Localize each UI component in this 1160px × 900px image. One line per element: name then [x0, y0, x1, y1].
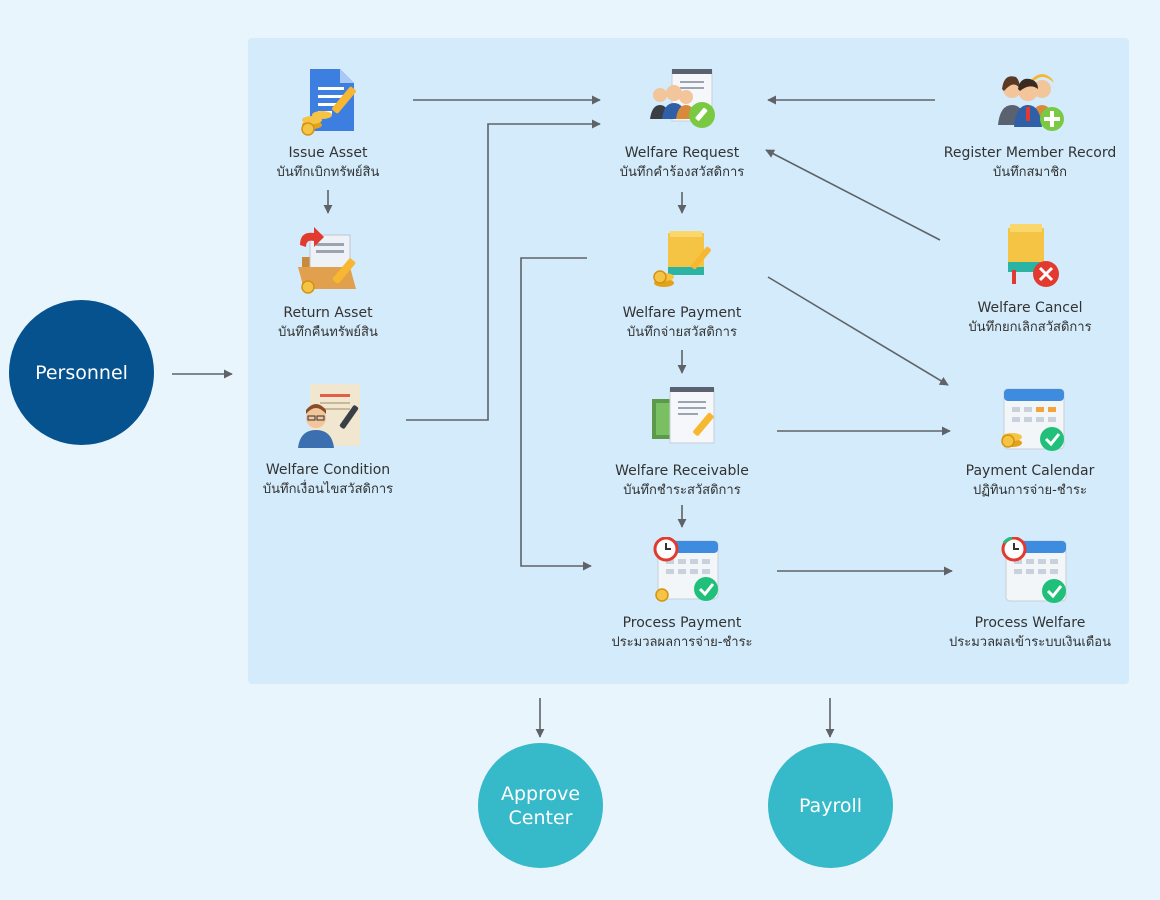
issue-asset-title: Issue Asset — [288, 145, 368, 161]
arrow-condition-to-request — [406, 119, 601, 421]
welfare-payment-title: Welfare Payment — [622, 305, 742, 321]
node-process-payment[interactable]: Process Payment ประมวลผลการจ่าย-ชำระ — [582, 537, 782, 653]
approve-center-circle[interactable]: Approve Center — [478, 743, 603, 868]
arrow-payment-to-calendar — [767, 276, 949, 386]
payroll-circle[interactable]: Payroll — [768, 743, 893, 868]
process-payment-subtitle: ประมวลผลการจ่าย-ชำระ — [611, 635, 753, 650]
welfare-request-subtitle: บันทึกคำร้องสวัสดิการ — [619, 165, 745, 180]
box-return-icon — [296, 227, 360, 294]
process-welfare-title: Process Welfare — [974, 615, 1086, 631]
welfare-cancel-subtitle: บันทึกยกเลิกสวัสดิการ — [968, 320, 1092, 335]
payment-calendar-title: Payment Calendar — [965, 463, 1095, 479]
document-pencil-coins-icon — [296, 67, 360, 136]
calendar-coins-check-icon — [998, 385, 1065, 451]
welfare-payment-subtitle: บันทึกจ่ายสวัสดิการ — [627, 325, 737, 340]
process-welfare-subtitle: ประมวลผลเข้าระบบเงินเดือน — [949, 635, 1111, 650]
process-payment-title: Process Payment — [622, 615, 742, 631]
node-process-welfare[interactable]: Process Welfare ประมวลผลเข้าระบบเงินเดือ… — [930, 537, 1130, 653]
return-asset-title: Return Asset — [283, 305, 373, 321]
arrow-payment-to-process — [520, 257, 592, 571]
welfare-cancel-title: Welfare Cancel — [977, 300, 1083, 316]
welfare-receivable-title: Welfare Receivable — [615, 463, 749, 479]
book-cancel-icon — [998, 222, 1062, 287]
people-notepad-icon — [650, 67, 715, 131]
node-welfare-request[interactable]: Welfare Request บันทึกคำร้องสวัสดิการ — [582, 67, 782, 183]
welfare-receivable-subtitle: บันทึกชำระสวัสดิการ — [623, 483, 741, 498]
node-welfare-condition[interactable]: Welfare Condition บันทึกเงื่อนไขสวัสดิกา… — [228, 384, 428, 500]
approve-center-label: Approve Center — [500, 782, 581, 829]
money-notepad-icon — [650, 385, 715, 449]
welfare-request-title: Welfare Request — [624, 145, 740, 161]
node-welfare-receivable[interactable]: Welfare Receivable บันทึกชำระสวัสดิการ — [582, 385, 782, 501]
register-member-subtitle: บันทึกสมาชิก — [992, 165, 1068, 180]
register-member-title: Register Member Record — [943, 145, 1117, 161]
node-welfare-cancel[interactable]: Welfare Cancel บันทึกยกเลิกสวัสดิการ — [930, 222, 1130, 338]
calendar-clock-check-icon — [650, 537, 719, 602]
calendar-refresh-check-icon — [998, 537, 1067, 603]
person-certificate-icon — [296, 384, 360, 448]
issue-asset-subtitle: บันทึกเบิกทรัพย์สิน — [276, 165, 380, 180]
arrow-cancel-to-request — [765, 149, 941, 241]
personnel-label: Personnel — [35, 361, 128, 384]
node-welfare-payment[interactable]: Welfare Payment บันทึกจ่ายสวัสดิการ — [582, 227, 782, 343]
node-payment-calendar[interactable]: Payment Calendar ปฏิทินการจ่าย-ชำระ — [930, 385, 1130, 501]
book-coins-icon — [650, 227, 714, 291]
personnel-circle[interactable]: Personnel — [9, 300, 154, 445]
welfare-condition-title: Welfare Condition — [265, 462, 391, 478]
return-asset-subtitle: บันทึกคืนทรัพย์สิน — [278, 325, 378, 340]
node-issue-asset[interactable]: Issue Asset บันทึกเบิกทรัพย์สิน — [228, 67, 428, 183]
people-add-icon — [998, 67, 1064, 131]
node-return-asset[interactable]: Return Asset บันทึกคืนทรัพย์สิน — [228, 227, 428, 343]
welfare-condition-subtitle: บันทึกเงื่อนไขสวัสดิการ — [262, 482, 394, 497]
payroll-label: Payroll — [798, 794, 863, 817]
payment-calendar-subtitle: ปฏิทินการจ่าย-ชำระ — [973, 483, 1087, 498]
node-register-member[interactable]: Register Member Record บันทึกสมาชิก — [930, 67, 1130, 183]
